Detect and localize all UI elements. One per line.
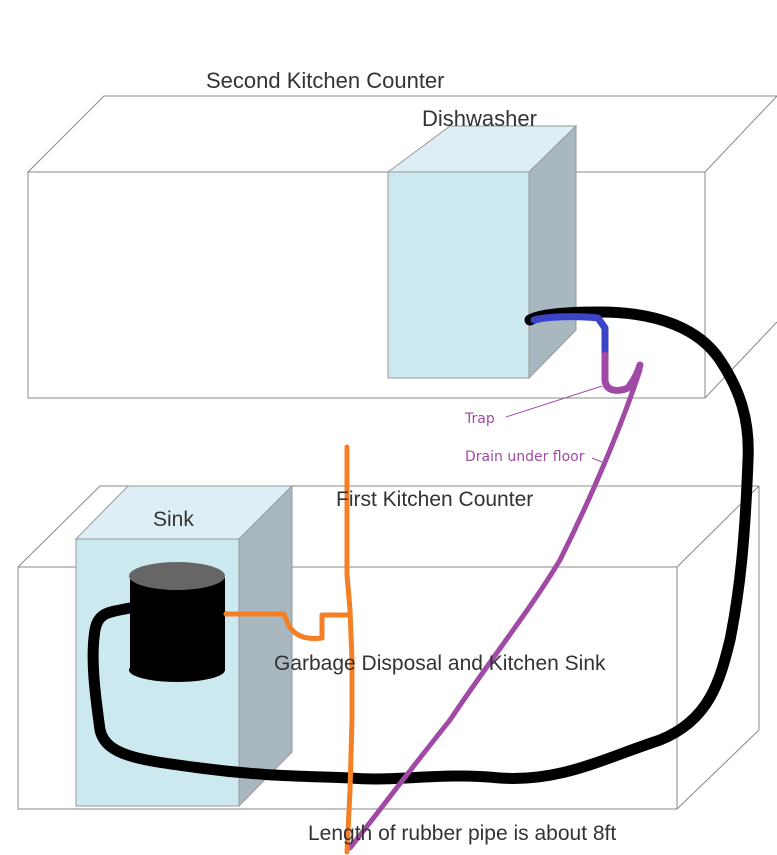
second-counter-right-top-edge <box>704 95 777 173</box>
rubber-pipe <box>87 306 754 785</box>
dishwasher-box <box>386 124 578 380</box>
trap-leader-line <box>505 385 603 418</box>
drain-annotation: Drain under floor <box>465 449 585 465</box>
disposal-bottom <box>129 658 225 682</box>
sink-side <box>238 484 293 808</box>
sink-label: Sink <box>153 508 194 531</box>
trap-annotation: Trap <box>464 411 495 427</box>
second-counter-top-edge <box>27 95 777 173</box>
pipe-length-note: Length of rubber pipe is about 8ft <box>308 822 616 845</box>
first-counter-right-bottom-edge <box>676 729 760 810</box>
disposal-body <box>130 578 225 670</box>
first-counter-top-edge <box>17 485 759 568</box>
first-counter-box <box>17 485 760 810</box>
first-counter-label: First Kitchen Counter <box>336 488 533 511</box>
drain-pipe <box>347 367 643 851</box>
dishwasher-label: Dishwasher <box>422 106 537 131</box>
drain-leader-line <box>591 457 603 463</box>
dishwasher-front <box>387 171 530 379</box>
dishwasher-outlet-pipe <box>530 313 609 359</box>
vent-pipe-vertical <box>344 444 355 855</box>
second-counter-label: Second Kitchen Counter <box>206 68 445 93</box>
disposal-top <box>129 562 225 590</box>
garbage-disposal <box>129 562 225 682</box>
vent-pipe-disposal-connection <box>223 611 353 641</box>
second-counter-right-bottom-edge <box>704 321 777 399</box>
disposal-label: Garbage Disposal and Kitchen Sink <box>274 652 606 675</box>
